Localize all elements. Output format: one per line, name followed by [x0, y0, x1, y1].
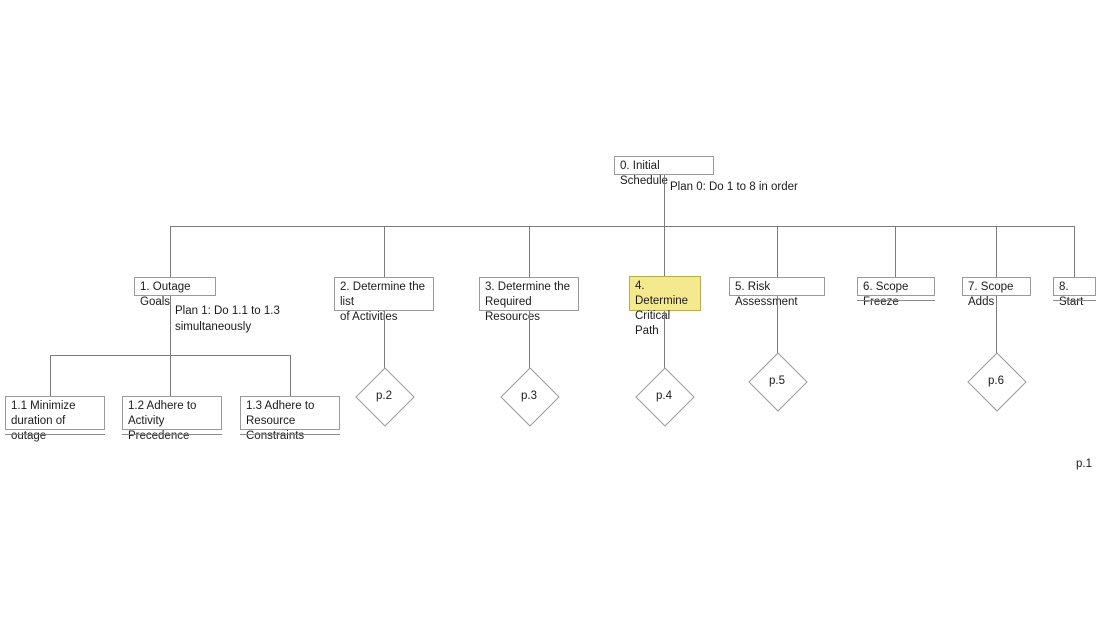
leaf-underline-1-2 — [122, 434, 222, 435]
connector-drop-3 — [529, 226, 530, 277]
connector-drop-8 — [1074, 226, 1075, 277]
connector-stem-to-diamond-5 — [777, 296, 778, 368]
node-box-4-determine-critical-path[interactable]: 4. Determine Critical Path — [629, 276, 701, 337]
page-ref-label-p3: p.3 — [521, 390, 537, 402]
connector-drop-1-2 — [170, 355, 171, 396]
leaf-underline-8 — [1053, 300, 1096, 301]
connector-drop-2 — [384, 226, 385, 277]
page-ref-label-p5: p.5 — [769, 375, 785, 387]
connector-drop-1-3 — [290, 355, 291, 396]
plan-annotation-0: Plan 0: Do 1 to 8 in order — [670, 181, 798, 193]
connector-drop-5 — [777, 226, 778, 277]
node-box-1-3-adhere-resource-constraints[interactable]: 1.3 Adhere to Resource Constraints — [240, 396, 340, 442]
leaf-underline-1-3 — [240, 434, 340, 435]
connector-stem-to-diamond-2 — [384, 311, 385, 368]
page-number-label: p.1 — [1076, 458, 1092, 470]
connector-drop-1 — [170, 226, 171, 277]
connector-main-bus — [170, 226, 1075, 227]
page-ref-label-p4: p.4 — [656, 390, 672, 402]
node-box-2-determine-list-of-activities[interactable]: 2. Determine the list of Activities — [334, 277, 434, 323]
node-box-1-2-adhere-activity-precedence[interactable]: 1.2 Adhere to Activity Precedence — [122, 396, 222, 442]
connector-stem-to-diamond-4 — [664, 311, 665, 368]
node-box-3-determine-required-resources[interactable]: 3. Determine the Required Resources — [479, 277, 579, 323]
connector-stem-to-diamond-3 — [529, 311, 530, 368]
connector-drop-4 — [664, 226, 665, 277]
node-box-7-scope-adds[interactable]: 7. Scope Adds — [962, 277, 1031, 308]
node-box-5-risk-assessment[interactable]: 5. Risk Assessment — [729, 277, 825, 308]
node-box-6-scope-freeze[interactable]: 6. Scope Freeze — [857, 277, 935, 308]
page-ref-label-p2: p.2 — [376, 390, 392, 402]
plan-annotation-1: Plan 1: Do 1.1 to 1.3 simultaneously — [175, 305, 280, 333]
connector-drop-6 — [895, 226, 896, 277]
leaf-underline-1-1 — [5, 434, 105, 435]
node-box-0-initial-schedule[interactable]: 0. Initial Schedule — [614, 156, 714, 187]
node-box-1-1-minimize-duration[interactable]: 1.1 Minimize duration of outage — [5, 396, 105, 442]
connector-drop-7 — [996, 226, 997, 277]
connector-1-stem — [170, 296, 171, 356]
connector-stem-to-diamond-7 — [996, 296, 997, 368]
connector-root-stem — [664, 175, 665, 227]
leaf-underline-6 — [857, 300, 935, 301]
connector-drop-1-1 — [50, 355, 51, 396]
node-box-8-start[interactable]: 8. Start — [1053, 277, 1096, 308]
node-box-1-outage-goals[interactable]: 1. Outage Goals — [134, 277, 216, 308]
page-ref-label-p6: p.6 — [988, 375, 1004, 387]
